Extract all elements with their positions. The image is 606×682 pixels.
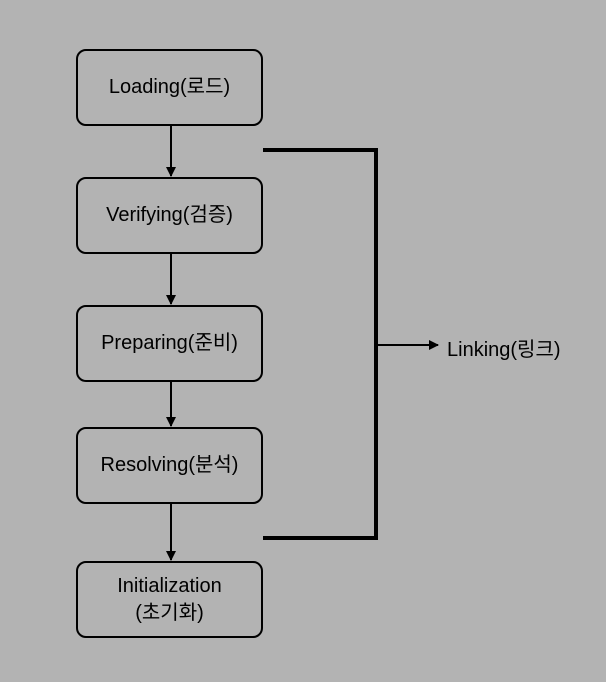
preparing-step-label: Preparing(준비) bbox=[101, 332, 238, 354]
verifying-step-label: Verifying(검증) bbox=[106, 204, 233, 226]
resolving-step-box: Resolving(분석) bbox=[76, 427, 263, 504]
initialization-step-box: Initialization (초기화) bbox=[76, 561, 263, 638]
linking-bracket bbox=[263, 148, 378, 540]
preparing-step-box: Preparing(준비) bbox=[76, 305, 263, 382]
linking-group-label: Linking(링크) bbox=[447, 339, 561, 361]
loading-step-box: Loading(로드) bbox=[76, 49, 263, 126]
resolving-step-label: Resolving(분석) bbox=[100, 454, 239, 476]
initialization-step-label-line1: Initialization bbox=[117, 574, 222, 597]
verifying-step-box: Verifying(검증) bbox=[76, 177, 263, 254]
initialization-step-label-line2: (초기화) bbox=[135, 601, 204, 624]
loading-step-label: Loading(로드) bbox=[108, 76, 231, 98]
